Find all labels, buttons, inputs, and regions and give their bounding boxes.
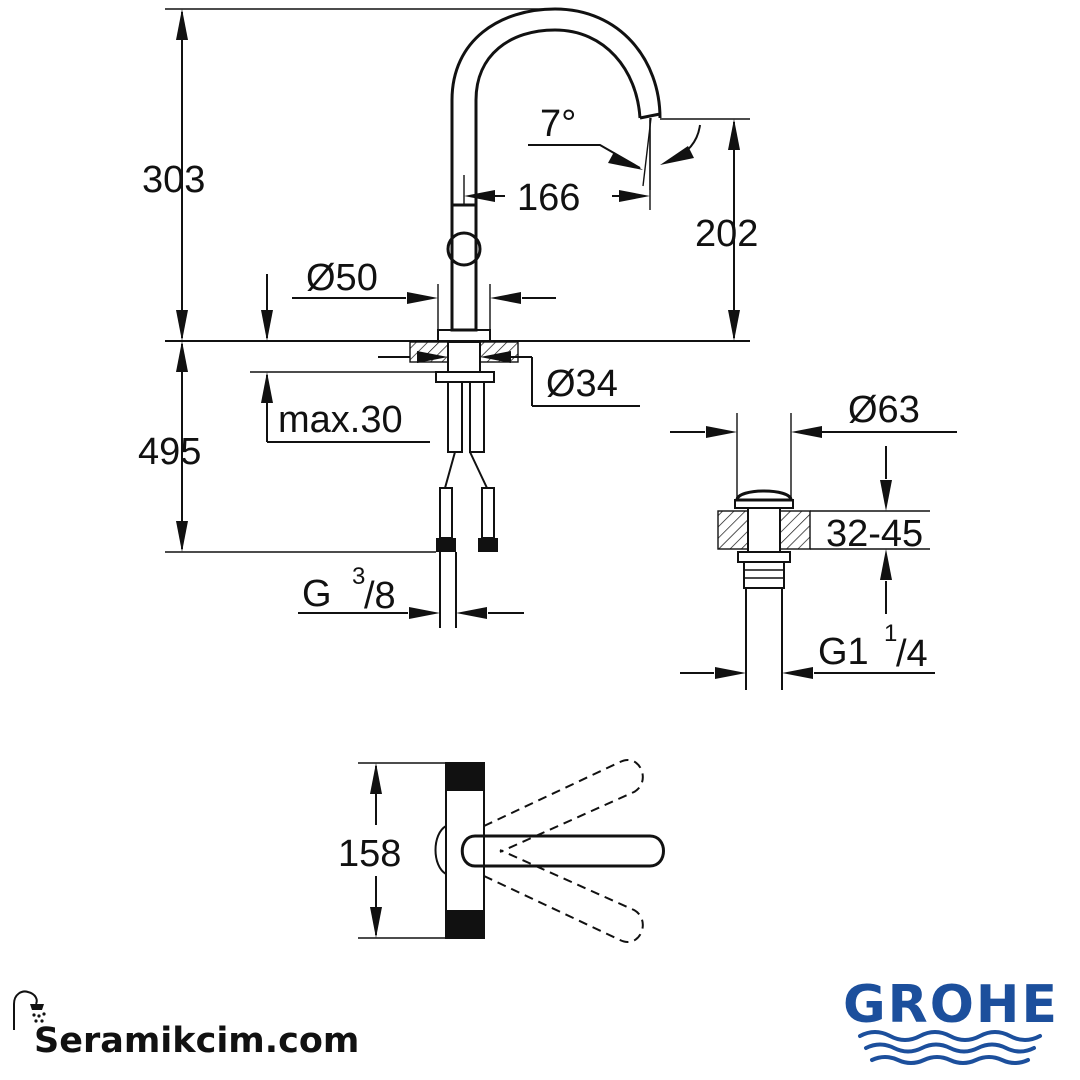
dim-hose-thread-den: /8: [364, 575, 396, 617]
dim-spout-reach: 166: [517, 177, 580, 219]
dim-spout-height: 202: [695, 213, 758, 255]
dim-max-deck-thickness: max.30: [278, 399, 403, 441]
faucet-side-view: 303 495 202 166 7° Ø: [138, 7, 758, 628]
faucet-body: [450, 203, 478, 332]
dim-waste-range: 32-45: [826, 513, 923, 555]
watermark: Seramikcim.com: [13, 990, 359, 1061]
water-waves-icon: [858, 1030, 1042, 1065]
dim-lever-rotation: 158: [338, 833, 401, 875]
dim-waste-thread-den: /4: [896, 633, 928, 675]
spout-inner: [474, 28, 642, 205]
supply-hoses: [436, 381, 498, 628]
lever-top-view: 158: [338, 759, 665, 943]
dim-height-above-deck: 303: [142, 159, 205, 201]
grohe-logo: GROHE: [843, 975, 1059, 1065]
dim-spout-angle: 7°: [540, 103, 576, 145]
lever-hub: [446, 231, 482, 267]
dim-hose-thread-base: G: [302, 573, 332, 615]
body-base: [437, 329, 491, 342]
dim-hole-diameter: Ø34: [546, 363, 618, 405]
shower-head-icon: [13, 990, 46, 1030]
watermark-site: Seramikcim.com: [34, 1021, 359, 1061]
spout-outlet: [639, 112, 661, 120]
shank: [447, 341, 481, 373]
dim-waste-diameter: Ø63: [848, 389, 920, 431]
dim-body-diameter: Ø50: [306, 257, 378, 299]
dim-hose-thread-num: 3: [352, 563, 365, 590]
mounting-nut: [435, 371, 495, 383]
dim-waste-thread-num: 1: [884, 620, 897, 647]
waste-side-view: Ø63 32-45 G1 1 /4: [670, 389, 957, 690]
dim-waste-thread-base: G1: [818, 631, 869, 673]
dim-hose-length: 495: [138, 431, 201, 473]
logo-text: GROHE: [843, 975, 1059, 1035]
